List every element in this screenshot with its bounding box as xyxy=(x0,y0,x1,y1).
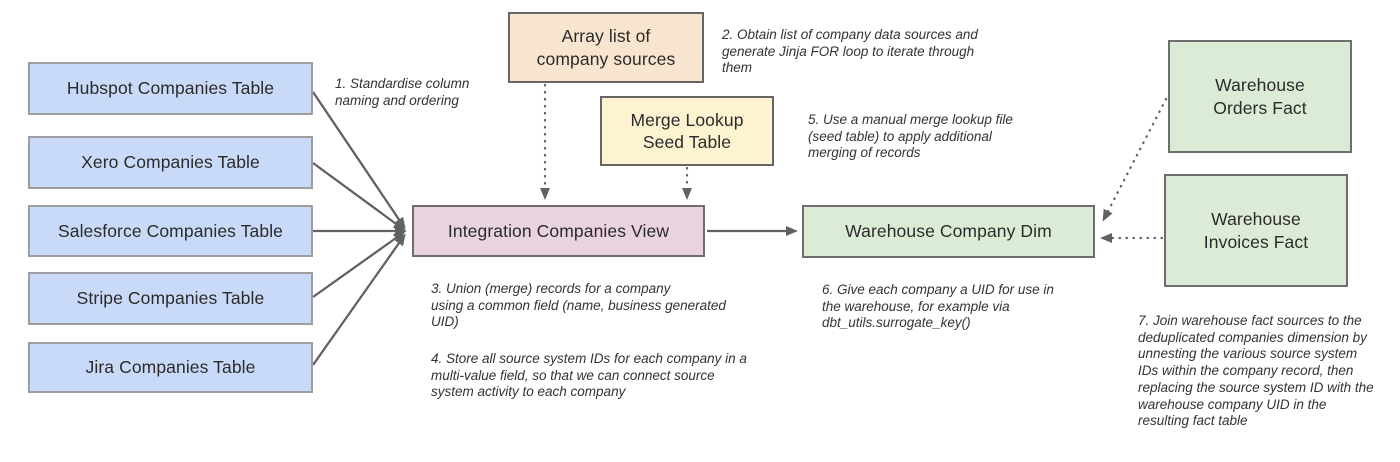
node-jira-companies-table: Jira Companies Table xyxy=(28,342,313,393)
node-warehouse-orders-fact: Warehouse Orders Fact xyxy=(1168,40,1352,153)
node-label: Salesforce Companies Table xyxy=(57,220,284,241)
arrow-xero-to-integration xyxy=(312,162,406,231)
node-label: Warehouse Invoices Fact xyxy=(1203,209,1309,252)
arrow-jira-to-integration xyxy=(312,233,406,366)
annotation-1-standardise-columns: 1. Standardise column naming and orderin… xyxy=(335,76,470,108)
node-label: Warehouse Company Dim xyxy=(845,221,1052,242)
node-label: Stripe Companies Table xyxy=(76,288,265,309)
annotation-4-store-source-ids: 4. Store all source system IDs for each … xyxy=(431,351,747,400)
node-label: Jira Companies Table xyxy=(85,357,256,378)
node-label: Merge Lookup Seed Table xyxy=(630,109,744,152)
node-hubspot-companies-table: Hubspot Companies Table xyxy=(28,62,313,115)
node-salesforce-companies-table: Salesforce Companies Table xyxy=(28,205,313,257)
node-stripe-companies-table: Stripe Companies Table xyxy=(28,272,313,325)
node-array-list-of-company-sources: Array list of company sources xyxy=(508,12,704,83)
annotation-3-union-records: 3. Union (merge) records for a company u… xyxy=(431,281,726,330)
node-label: Hubspot Companies Table xyxy=(66,78,275,99)
node-merge-lookup-seed-table: Merge Lookup Seed Table xyxy=(600,96,774,166)
arrow-orders-fact-to-warehouse-dim xyxy=(1102,97,1168,222)
annotation-2-jinja-for-loop: 2. Obtain list of company data sources a… xyxy=(722,27,978,76)
node-label: Xero Companies Table xyxy=(81,152,260,173)
annotation-6-company-uid: 6. Give each company a UID for use in th… xyxy=(822,282,1054,331)
annotation-7-join-fact-sources: 7. Join warehouse fact sources to the de… xyxy=(1138,313,1374,429)
node-xero-companies-table: Xero Companies Table xyxy=(28,136,313,189)
node-label: Warehouse Orders Fact xyxy=(1213,75,1307,118)
annotation-5-merge-lookup-file: 5. Use a manual merge lookup file (seed … xyxy=(808,112,1013,161)
node-warehouse-company-dim: Warehouse Company Dim xyxy=(802,205,1095,258)
node-warehouse-invoices-fact: Warehouse Invoices Fact xyxy=(1164,174,1348,287)
node-integration-companies-view: Integration Companies View xyxy=(412,205,705,257)
node-label: Integration Companies View xyxy=(447,220,670,241)
arrow-hubspot-to-integration xyxy=(312,91,406,230)
node-label: Array list of company sources xyxy=(536,26,676,69)
arrow-stripe-to-integration xyxy=(312,231,406,298)
source-fan-arrows xyxy=(312,91,407,366)
